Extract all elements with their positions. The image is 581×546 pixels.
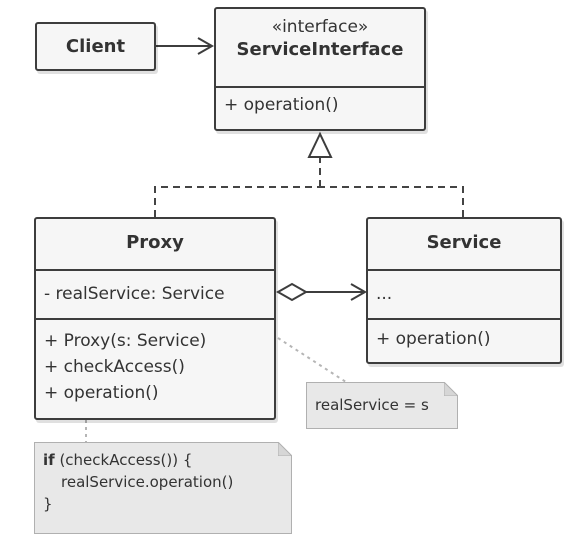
aggregation-arrowhead	[350, 283, 368, 301]
constructor-note: realService = s	[306, 382, 458, 429]
service-interface-methods: + operation()	[216, 86, 424, 129]
aggregation-diamond	[275, 282, 309, 302]
service-interface-header: «interface» ServiceInterface	[216, 9, 424, 86]
service-interface-name: ServiceInterface	[236, 39, 404, 60]
client-class: Client	[35, 22, 156, 71]
service-field-ellipsis: ...	[376, 284, 393, 304]
client-association-arrowhead	[197, 37, 215, 55]
operation-note: if (checkAccess()) { realService.operati…	[34, 442, 292, 534]
proxy-class: Proxy - realService: Service + Proxy(s: …	[34, 217, 276, 420]
proxy-fields: - realService: Service	[36, 269, 274, 318]
service-methods: + operation()	[368, 318, 560, 358]
service-class: Service ... + operation()	[366, 217, 562, 364]
operation-note-line-1: if (checkAccess()) {	[43, 449, 283, 471]
service-method-operation: + operation()	[376, 329, 491, 349]
service-realization-line	[320, 186, 464, 217]
operation-note-condition: (checkAccess()) {	[54, 451, 193, 469]
proxy-realization-line	[154, 186, 320, 217]
note-fold-icon	[278, 442, 292, 456]
operation-note-keyword: if	[43, 451, 55, 469]
proxy-field-real-service: - realService: Service	[44, 284, 225, 304]
proxy-name: Proxy	[126, 232, 184, 253]
constructor-note-text: realService = s	[315, 396, 429, 414]
proxy-method-constructor: + Proxy(s: Service)	[44, 331, 207, 351]
service-name: Service	[426, 232, 502, 253]
client-name: Client	[65, 36, 126, 57]
operation-note-line-3: }	[43, 495, 53, 513]
interface-stereotype: «interface»	[271, 17, 369, 37]
proxy-methods: + Proxy(s: Service) + checkAccess() + op…	[36, 318, 274, 414]
realization-triangle	[307, 131, 333, 158]
service-fields: ...	[368, 269, 560, 318]
constructor-note-anchor	[277, 337, 347, 383]
service-interface-operation: + operation()	[224, 95, 339, 115]
operation-note-line-2: realService.operation()	[61, 473, 234, 491]
service-interface-class: «interface» ServiceInterface + operation…	[214, 7, 426, 131]
note-fold-icon	[444, 382, 458, 396]
proxy-method-operation: + operation()	[44, 383, 159, 403]
proxy-method-check-access: + checkAccess()	[44, 357, 185, 377]
